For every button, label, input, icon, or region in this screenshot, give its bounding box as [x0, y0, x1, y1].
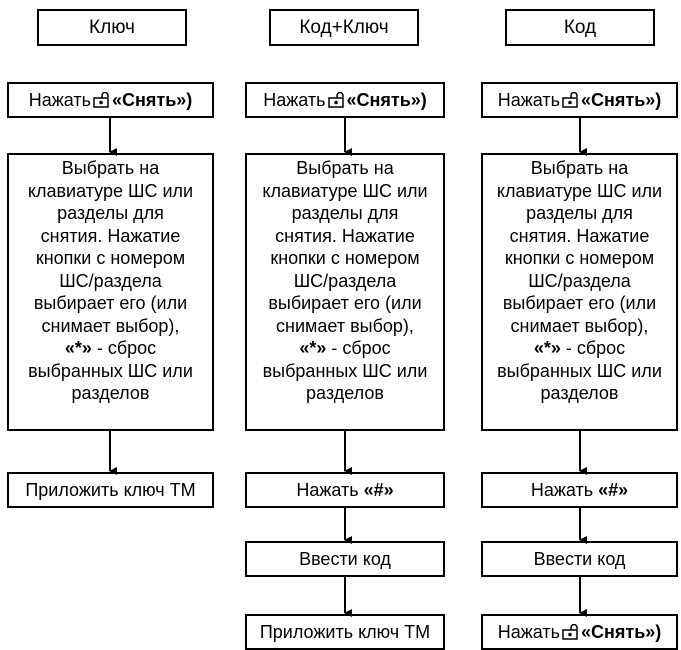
text-line: выбранных ШС или — [262, 360, 428, 381]
step-select-zones: Выбрать на клавиатуре ШС или разделы для… — [481, 153, 678, 431]
text-after-bold: - сброс — [91, 338, 157, 358]
text-line: разделов — [306, 383, 384, 403]
text-line: снятия. Нажатие — [275, 225, 415, 246]
step-bold: «Снять») — [346, 90, 427, 110]
step-prefix: Нажать — [497, 622, 560, 642]
step-bold: «Снять») — [581, 622, 662, 642]
step-prefix: Нажать — [296, 480, 364, 500]
column-header-label: Код+Ключ — [299, 16, 389, 38]
step-label: Ввести код — [533, 549, 626, 569]
text-line: ШС/раздела — [59, 270, 162, 291]
step-enter-code: Ввести код — [245, 541, 445, 577]
text-line: кнопки с номером — [270, 248, 420, 268]
text-line: разделов — [540, 383, 619, 403]
column-header-code: Код — [505, 9, 655, 46]
text-line: Выбрать на — [61, 158, 160, 178]
text-line: снятия. Нажатие — [509, 225, 650, 246]
text-line: кнопки с номером — [35, 248, 186, 268]
text-line: ШС/раздела — [293, 270, 397, 291]
text-line: снимает выбор), — [41, 315, 180, 336]
text-line: Выбрать на — [530, 158, 629, 178]
text-line: выбранных ШС или — [497, 360, 662, 381]
padlock-open-icon — [562, 624, 578, 640]
text-line: снятия. Нажатие — [40, 225, 181, 246]
step-prefix: Нажать — [497, 90, 560, 110]
text-line: ШС/раздела — [528, 270, 631, 291]
step-label: Приложить ключ ТМ — [259, 622, 431, 642]
step-enter-code: Ввести код — [481, 541, 678, 577]
column-header-code-key: Код+Ключ — [269, 9, 419, 46]
text-line: Выбрать на — [296, 158, 394, 178]
padlock-open-icon — [562, 92, 578, 108]
text-after-bold: - сброс — [560, 338, 626, 358]
step-prefix: Нажать — [530, 480, 599, 500]
step-bold: «Снять») — [112, 90, 193, 110]
text-line: снимает выбор), — [276, 315, 414, 336]
step-bold: «#» — [598, 480, 629, 500]
step-press-disarm: Нажать «Снять») — [245, 82, 445, 118]
padlock-open-icon — [327, 92, 344, 108]
text-line: снимает выбор), — [510, 315, 649, 336]
text-bold: «*» — [299, 338, 327, 358]
step-press-disarm-final: Нажать «Снять») — [481, 614, 678, 650]
text-line: разделы для — [57, 203, 164, 223]
text-line: кнопки с номером — [504, 248, 655, 268]
text-line-reset: «*» - сброс — [28, 337, 193, 360]
text-after-bold: - сброс — [326, 338, 391, 358]
text-line: клавиатуре ШС или — [262, 180, 428, 201]
step-select-zones: Выбрать на клавиатуре ШС или разделы для… — [245, 153, 445, 431]
step-press-hash: Нажать «#» — [245, 472, 445, 508]
step-bold: «Снять») — [581, 90, 662, 110]
text-line: выбирает его (или — [502, 293, 657, 313]
step-press-disarm: Нажать «Снять») — [7, 82, 214, 118]
text-bold: «*» — [64, 338, 92, 358]
step-prefix: Нажать — [28, 90, 91, 110]
text-line: разделы для — [526, 203, 633, 223]
text-bold: «*» — [533, 338, 561, 358]
column-header-key: Ключ — [37, 9, 187, 46]
text-line: разделов — [71, 383, 150, 403]
step-label: Приложить ключ ТМ — [25, 480, 196, 500]
text-line: выбирает его (или — [33, 293, 188, 313]
text-line: выбирает его (или — [268, 293, 422, 313]
text-line-reset: «*» - сброс — [497, 337, 662, 360]
column-header-label: Ключ — [89, 16, 135, 38]
text-line: выбранных ШС или — [28, 360, 193, 381]
step-press-hash: Нажать «#» — [481, 472, 678, 508]
step-label: Ввести код — [299, 549, 391, 569]
step-press-disarm: Нажать «Снять») — [481, 82, 678, 118]
padlock-open-icon — [93, 92, 109, 108]
step-prefix: Нажать — [263, 90, 326, 110]
text-line-reset: «*» - сброс — [262, 337, 427, 360]
text-line: клавиатуре ШС или — [27, 180, 194, 201]
text-line: клавиатуре ШС или — [496, 180, 663, 201]
text-line: разделы для — [291, 203, 399, 223]
step-bold: «#» — [363, 480, 394, 500]
step-select-zones: Выбрать на клавиатуре ШС или разделы для… — [7, 153, 214, 431]
column-header-label: Код — [563, 16, 597, 38]
